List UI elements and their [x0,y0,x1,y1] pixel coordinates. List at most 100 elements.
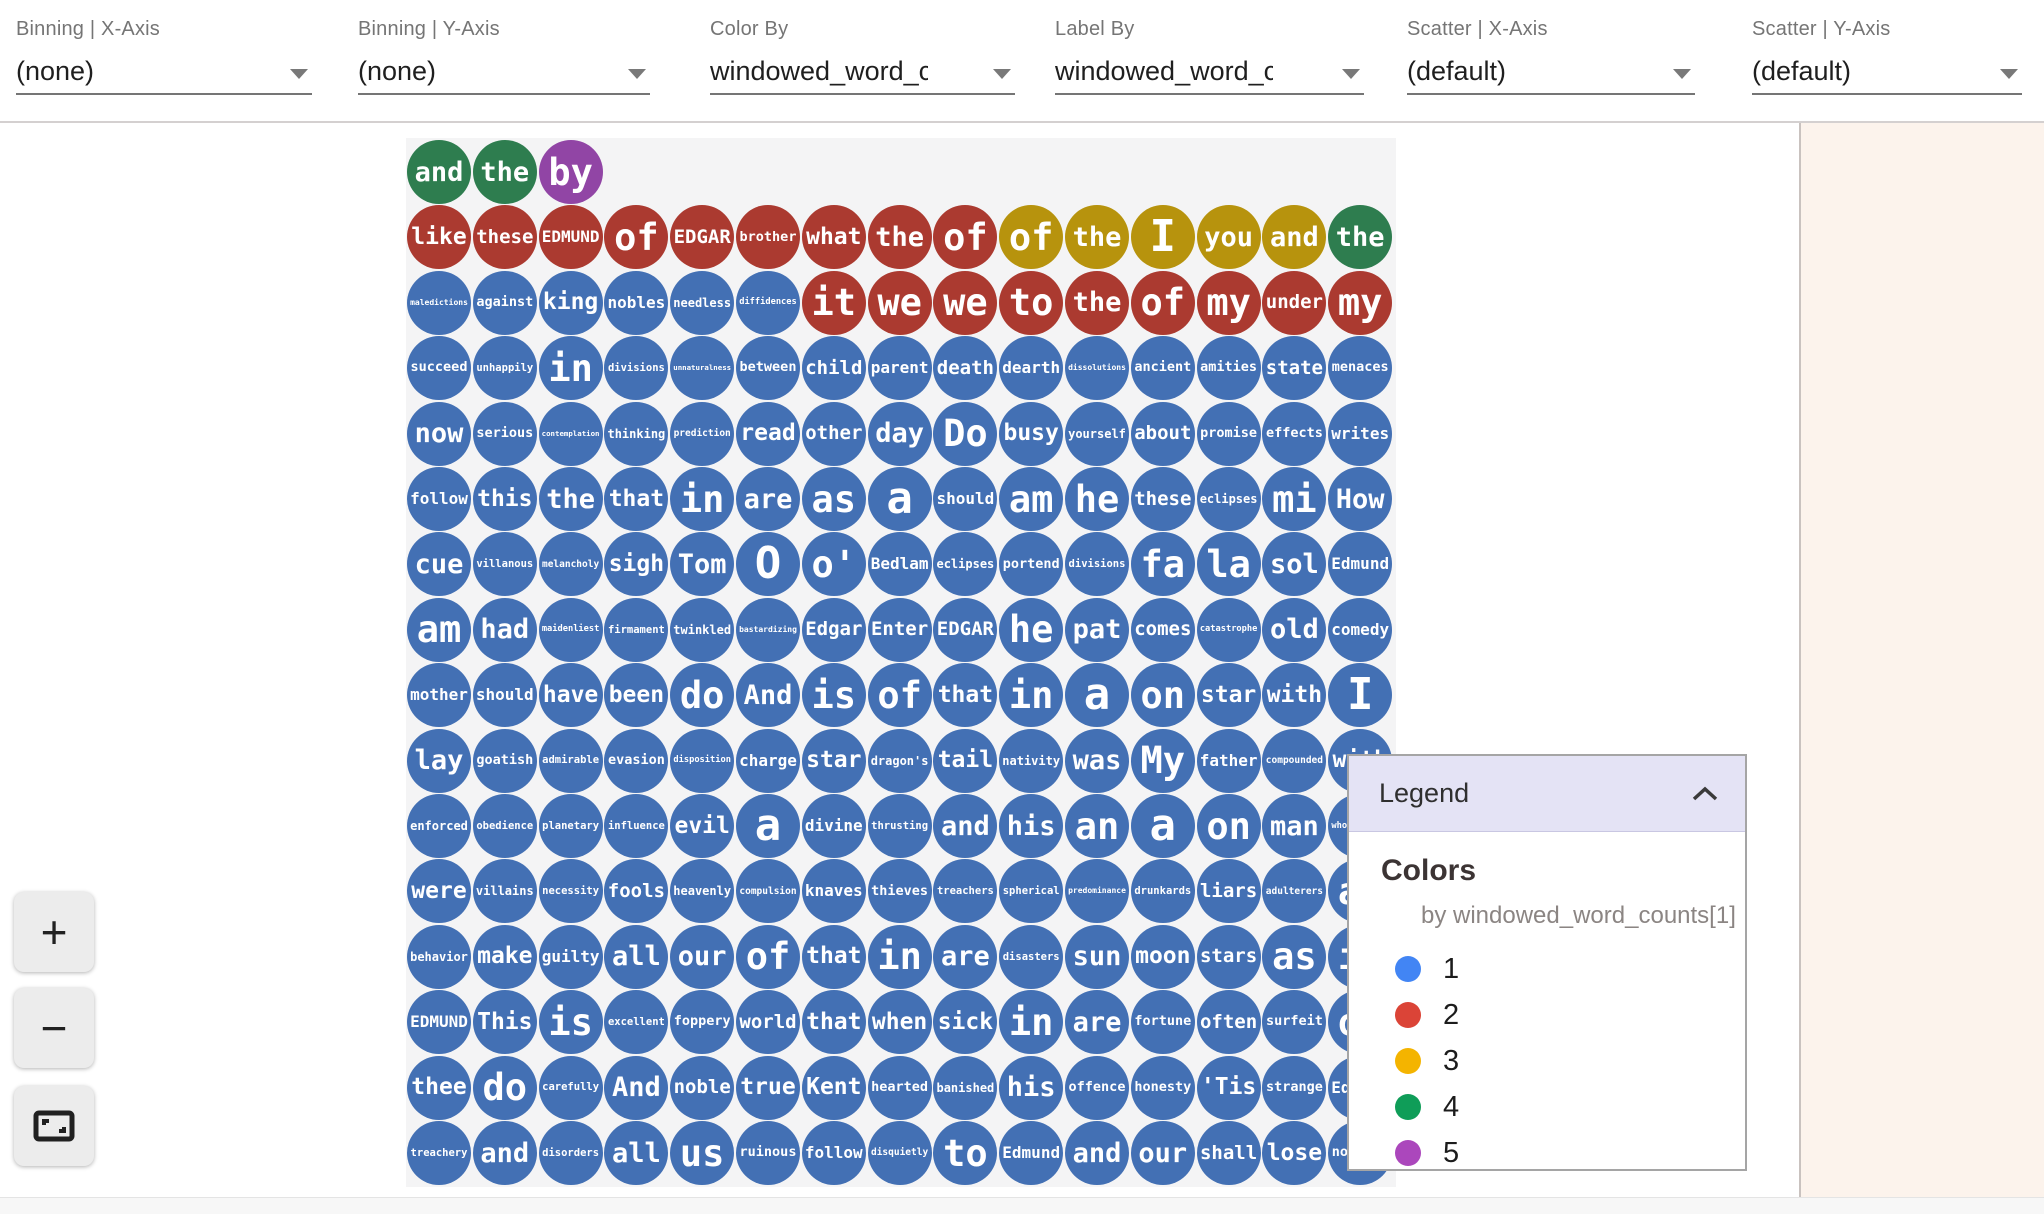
word-bubble[interactable]: are [736,467,800,531]
word-bubble[interactable]: evasion [604,728,669,793]
word-bubble[interactable]: unhappily [472,336,537,401]
word-bubble[interactable]: Edgar [801,597,866,662]
word-bubble[interactable]: sick [933,990,998,1055]
word-bubble[interactable]: his [999,1055,1064,1120]
word-bubble[interactable]: a [1130,794,1195,858]
word-bubble[interactable]: the [1065,270,1129,335]
word-bubble[interactable]: behavior [407,924,471,989]
word-bubble[interactable]: Kent [801,1055,866,1120]
dropdown-arrow-icon[interactable] [1342,69,1360,79]
word-bubble[interactable]: thrusting [867,794,932,858]
word-bubble[interactable]: been [604,663,669,728]
legend-item[interactable]: 2 [1395,992,1745,1038]
word-bubble[interactable]: firmament [604,597,669,662]
dropdown-arrow-icon[interactable] [993,69,1011,79]
word-bubble[interactable]: And [736,663,800,728]
word-bubble[interactable]: I [1328,663,1393,728]
word-bubble[interactable]: contemplation [538,401,603,466]
word-bubble[interactable]: now [407,401,471,466]
word-bubble[interactable]: lose [1262,1121,1327,1185]
word-bubble[interactable]: was [1065,728,1129,793]
word-bubble[interactable]: stars [1196,924,1261,989]
word-bubble[interactable]: star [1196,663,1261,728]
dropdown-value-row[interactable]: (default) [1407,51,1695,95]
dropdown-value-row[interactable]: windowed_word_counts [710,51,1015,95]
word-bubble[interactable]: in [538,336,603,401]
word-bubble[interactable]: am [999,467,1064,531]
legend-item[interactable]: 4 [1395,1084,1745,1130]
word-bubble[interactable]: day [867,401,932,466]
word-bubble[interactable]: disasters [999,924,1064,989]
word-bubble[interactable]: dearth [999,336,1064,401]
word-bubble[interactable]: foppery [670,990,735,1055]
word-bubble[interactable]: eclipses [933,532,998,597]
word-bubble[interactable]: excellent [604,990,669,1055]
word-bubble[interactable]: on [1196,794,1261,858]
word-bubble[interactable]: needless [670,270,735,335]
word-bubble[interactable]: these [1130,467,1195,531]
word-bubble[interactable]: like [407,205,471,270]
word-bubble[interactable]: man [1262,794,1327,858]
word-bubble[interactable]: fools [604,859,669,924]
word-bubble[interactable]: villanous [472,532,537,597]
word-bubble[interactable]: we [867,270,932,335]
word-bubble[interactable]: should [933,467,998,531]
dropdown-color-by[interactable]: Color By windowed_word_counts [710,18,1015,114]
word-bubble[interactable]: with [1262,663,1327,728]
word-bubble[interactable]: adulterers [1262,859,1327,924]
word-bubble[interactable]: all [604,1121,669,1185]
word-bubble[interactable]: fa [1130,532,1195,597]
word-bubble[interactable]: melancholy [538,532,603,597]
word-bubble[interactable]: offence [1065,1055,1129,1120]
legend-header[interactable]: Legend [1349,756,1745,832]
word-bubble[interactable]: planetary [538,794,603,858]
word-bubble[interactable]: catastrophe [1196,597,1261,662]
word-bubble[interactable]: death [933,336,998,401]
word-bubble[interactable]: and [1065,1121,1129,1185]
word-bubble[interactable]: villains [472,859,537,924]
word-bubble[interactable]: twinkled [670,597,735,662]
word-bubble[interactable]: guilty [538,924,603,989]
word-bubble[interactable]: we [933,270,998,335]
word-bubble[interactable]: and [933,794,998,858]
word-bubble[interactable]: ruinous [736,1121,800,1185]
dropdown-arrow-icon[interactable] [290,69,308,79]
word-bubble[interactable]: shall [1196,1121,1261,1185]
word-bubble[interactable]: am [407,597,471,662]
word-bubble[interactable]: busy [999,401,1064,466]
dropdown-label-by[interactable]: Label By windowed_word_counts [1055,18,1364,114]
word-bubble[interactable]: This [472,990,537,1055]
word-bubble[interactable]: to [933,1121,998,1185]
word-bubble[interactable]: against [472,270,537,335]
word-bubble[interactable]: mother [407,663,471,728]
word-bubble[interactable]: should [472,663,537,728]
zoom-out-button[interactable]: − [14,988,94,1068]
word-bubble[interactable]: maledictions [407,270,471,335]
zoom-fit-button[interactable] [14,1086,94,1166]
word-bubble[interactable]: yourself [1065,401,1129,466]
word-bubble[interactable]: as [801,467,866,531]
word-bubble[interactable]: other [801,401,866,466]
word-bubble[interactable]: these [472,205,537,270]
word-bubble[interactable]: all [604,924,669,989]
word-bubble[interactable]: old [1262,597,1327,662]
word-bubble[interactable]: Bedlam [867,532,932,597]
word-bubble[interactable]: world [736,990,800,1055]
word-bubble[interactable]: my [1196,270,1261,335]
word-bubble[interactable]: nobles [604,270,669,335]
word-bubble[interactable]: cue [407,532,471,597]
word-bubble[interactable]: our [1130,1121,1195,1185]
dropdown-scatter-y-axis[interactable]: Scatter | Y-Axis (default) [1752,18,2022,114]
word-bubble[interactable]: parent [867,336,932,401]
word-bubble[interactable]: that [604,467,669,531]
word-bubble[interactable]: make [472,924,537,989]
word-bubble[interactable]: nativity [999,728,1064,793]
word-bubble[interactable]: EDGAR [933,597,998,662]
word-bubble[interactable]: spherical [999,859,1064,924]
word-bubble[interactable]: do [670,663,735,728]
word-bubble[interactable]: and [1262,205,1327,270]
word-bubble[interactable]: you [1196,205,1261,270]
legend-item[interactable]: 5 [1395,1130,1745,1176]
word-bubble[interactable]: state [1262,336,1327,401]
word-bubble[interactable]: divisions [1065,532,1129,597]
